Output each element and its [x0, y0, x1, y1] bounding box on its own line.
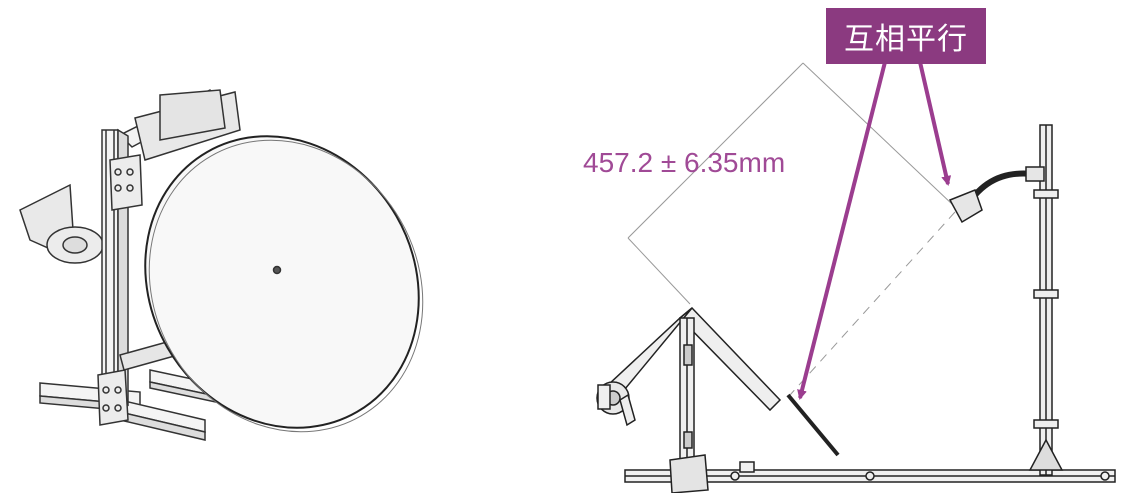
left-dish [144, 135, 424, 433]
dimension-lines [627, 62, 956, 396]
callout-arrow-right [918, 61, 952, 186]
callout-arrows [797, 61, 952, 400]
callout-arrow-left [797, 61, 887, 400]
dimension-label: 457.2 ± 6.35mm [583, 147, 786, 178]
left-gusset-plates [97, 154, 143, 426]
feed-mast [1028, 124, 1064, 476]
ground-rail [624, 461, 1116, 483]
parallel-dashed-line [789, 211, 956, 396]
feed-horn [948, 166, 1045, 224]
left-dish-assembly [19, 89, 424, 441]
dish-center-hole [272, 265, 282, 275]
right-dish-frame [596, 306, 840, 493]
parallel-callout-label: 互相平行 [826, 8, 986, 64]
